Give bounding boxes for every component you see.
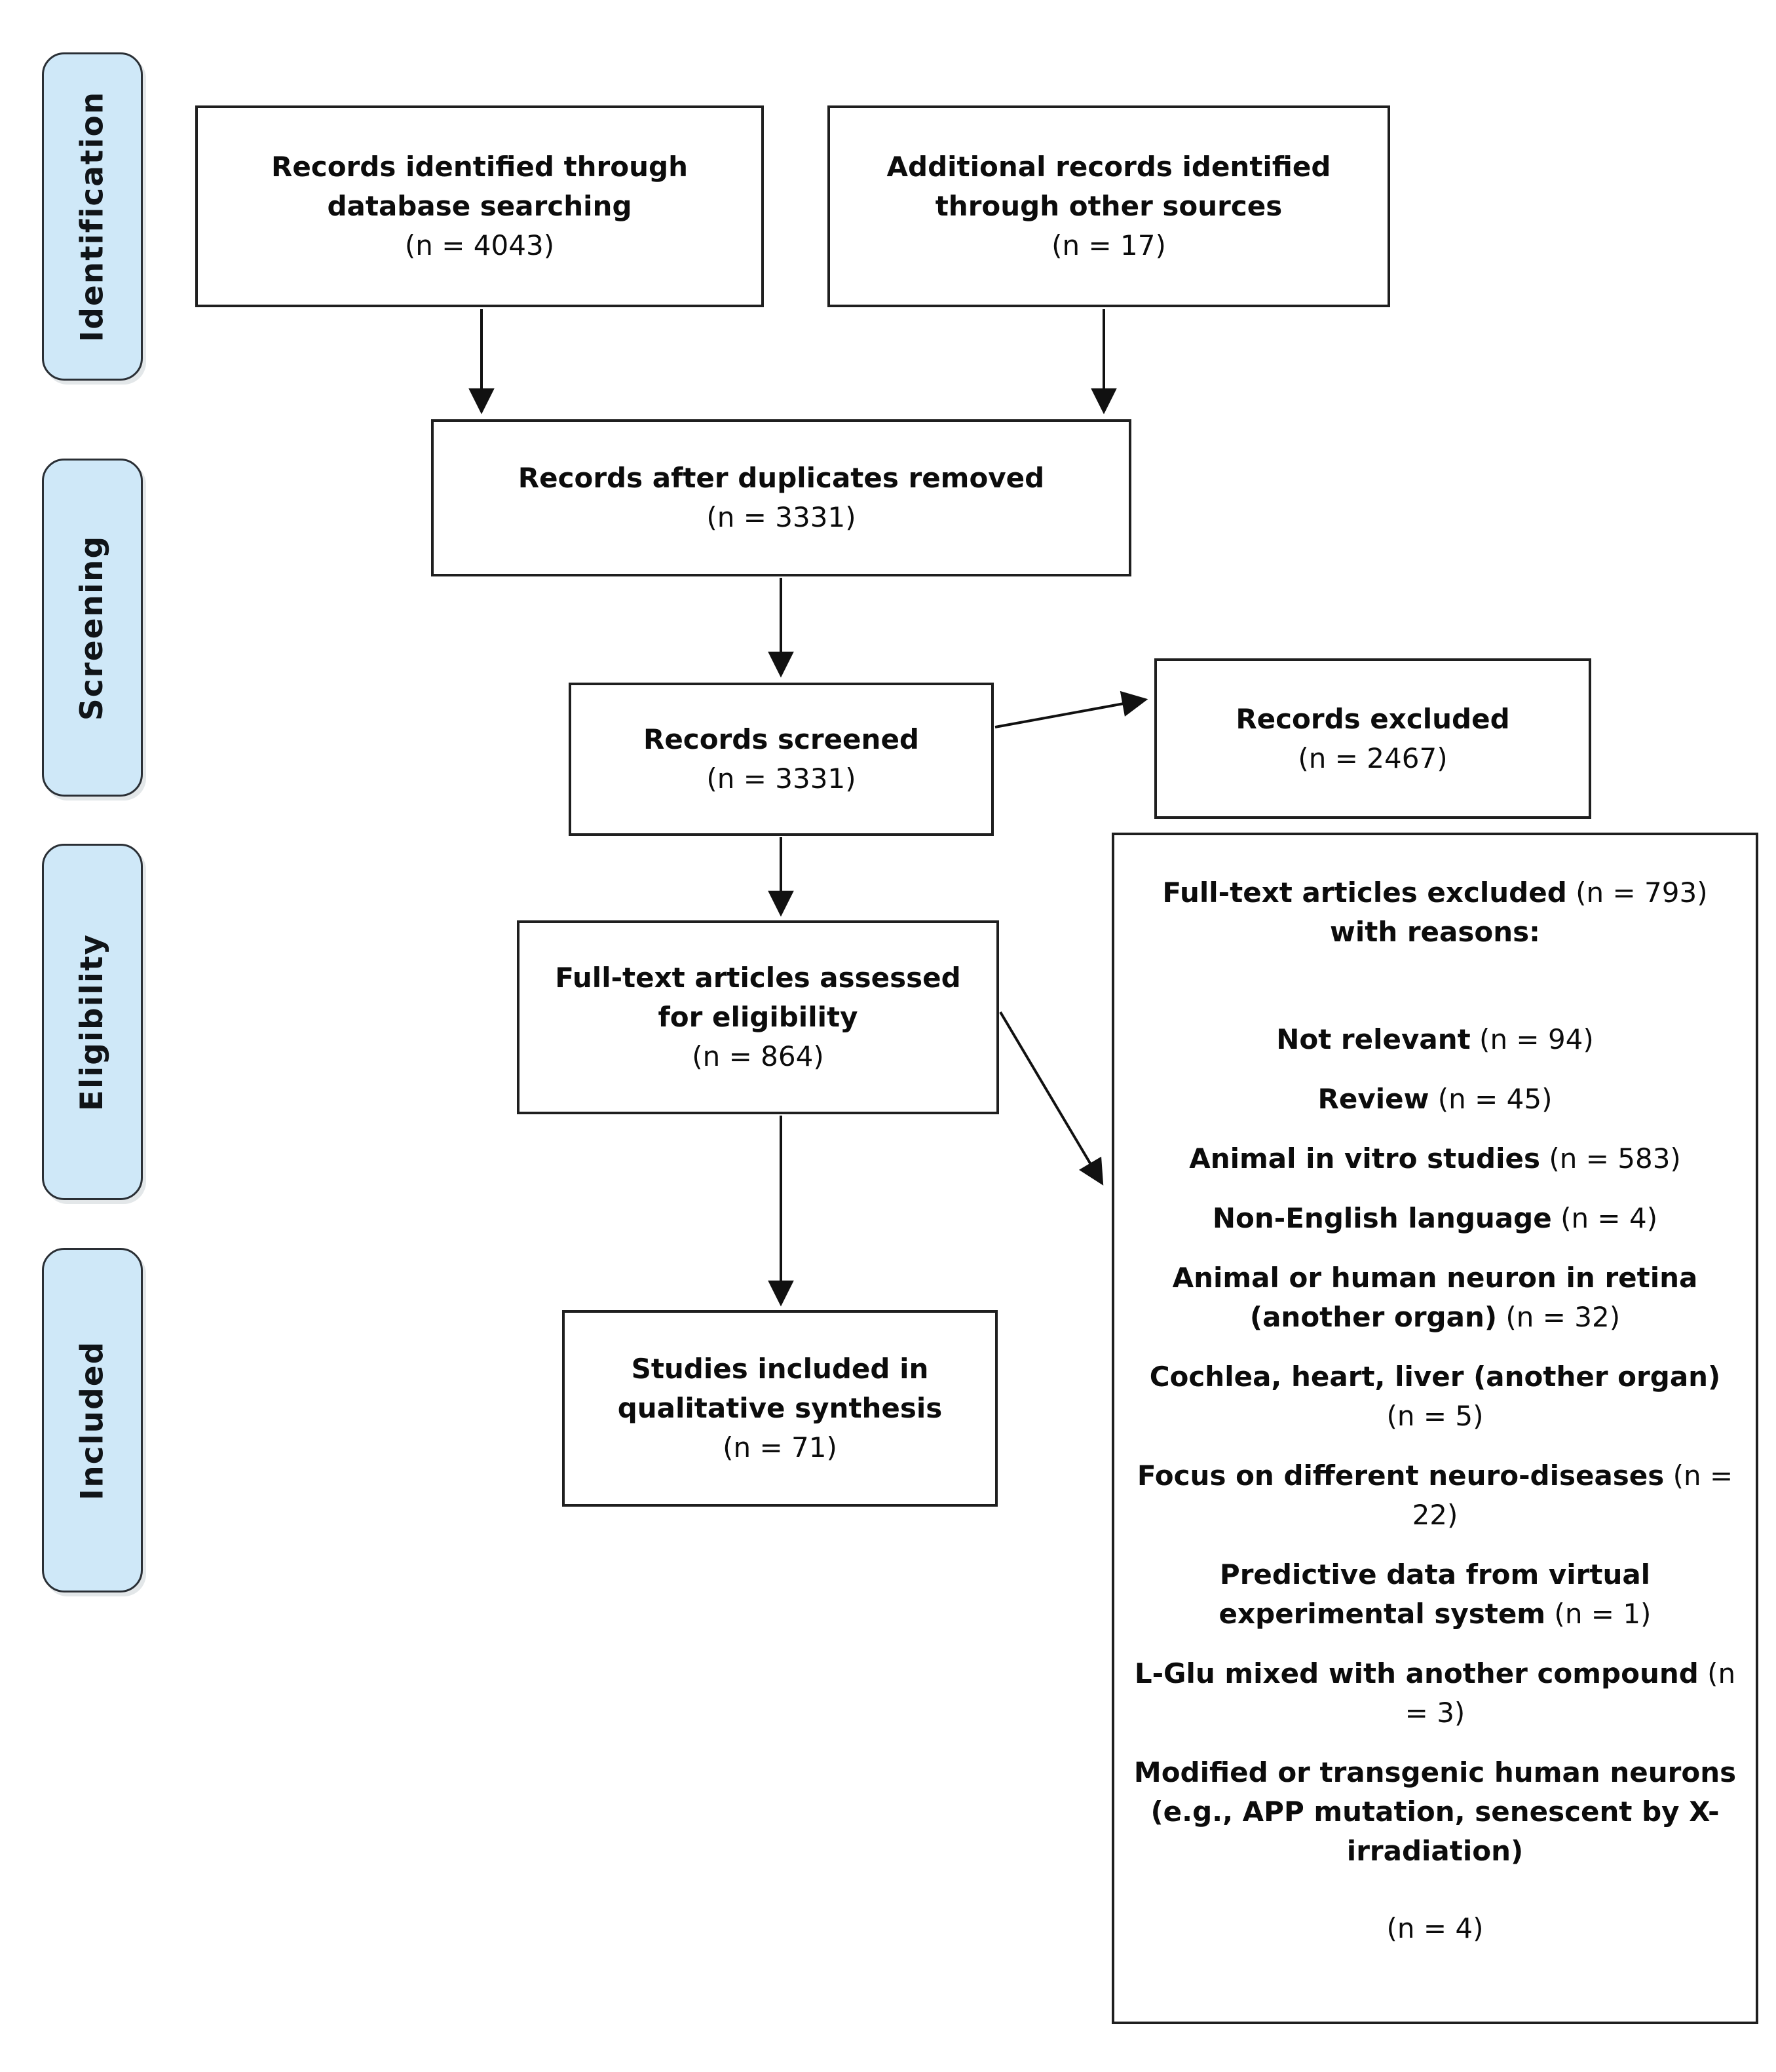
reason-label: Review	[1317, 1083, 1429, 1115]
exclusion-reason: Not relevant (n = 94)	[1133, 1020, 1737, 1059]
reason-label: Focus on different neuro-diseases	[1137, 1460, 1665, 1492]
reason-n: (n = 22)	[1412, 1460, 1733, 1531]
stage-eligibility: Eligibility	[42, 844, 143, 1200]
stage-label: Screening	[74, 535, 111, 721]
box-label: Studies included in qualitative synthesi…	[617, 1353, 943, 1424]
exclusion-reason: Review (n = 45)	[1133, 1080, 1737, 1119]
excluded-header-suffix: with reasons:	[1330, 916, 1540, 948]
stage-included: Included	[42, 1248, 143, 1592]
reason-n: (n = 4)	[1386, 1912, 1484, 1944]
box-records-screened: Records screened (n = 3331)	[569, 683, 994, 836]
stage-identification: Identification	[42, 52, 143, 381]
reason-label: L-Glu mixed with another compound	[1134, 1657, 1699, 1689]
reason-label: Animal in vitro studies	[1189, 1142, 1540, 1175]
exclusion-reason: Animal or human neuron in retina (anothe…	[1133, 1258, 1737, 1337]
box-records-excluded: Records excluded (n = 2467)	[1154, 658, 1591, 819]
reason-label: Non-English language	[1212, 1202, 1552, 1234]
box-n-value: (n = 3331)	[706, 501, 856, 533]
reason-n: (n = 4)	[1551, 1202, 1658, 1234]
reason-label: Animal or human neuron in retina (anothe…	[1172, 1262, 1698, 1333]
box-n-value: (n = 4043)	[404, 229, 555, 261]
box-label: Records identified through database sear…	[271, 151, 688, 222]
stage-label: Identification	[74, 90, 111, 343]
reason-label: Predictive data from virtual experimenta…	[1219, 1558, 1651, 1630]
reason-n: (n = 32)	[1497, 1301, 1621, 1333]
box-label: Records after duplicates removed	[518, 462, 1045, 494]
stage-label: Included	[74, 1340, 111, 1500]
box-duplicates-removed: Records after duplicates removed (n = 33…	[431, 419, 1131, 576]
exclusion-reason: Non-English language (n = 4)	[1133, 1199, 1737, 1238]
exclusion-reason: Animal in vitro studies (n = 583)	[1133, 1139, 1737, 1178]
box-n-value: (n = 17)	[1051, 229, 1166, 261]
box-label: Records excluded	[1236, 702, 1510, 735]
box-n-value: (n = 71)	[723, 1431, 837, 1463]
reason-n: (n = 3)	[1405, 1657, 1736, 1729]
stage-screening: Screening	[42, 459, 143, 797]
reason-label: Cochlea, heart, liver (another organ)	[1149, 1361, 1721, 1393]
box-label: Records screened	[643, 723, 919, 755]
exclusion-reason: Predictive data from virtual experimenta…	[1133, 1555, 1737, 1634]
stage-label: Eligibility	[74, 933, 111, 1111]
excluded-header-label: Full-text articles excluded	[1162, 876, 1567, 909]
box-fulltext-excluded-reasons: Full-text articles excluded (n = 793) wi…	[1112, 833, 1758, 2024]
arrow-fulltext-to-fulltext-excluded	[999, 1011, 1104, 1186]
box-label: Additional records identified through ot…	[886, 151, 1331, 222]
box-n-value: (n = 864)	[692, 1040, 824, 1072]
exclusion-reason: Focus on different neuro-diseases (n = 2…	[1133, 1456, 1737, 1535]
arrow-screened-to-excluded	[994, 690, 1148, 728]
box-records-identified: Records identified through database sear…	[195, 105, 764, 307]
reason-label: Modified or transgenic human neurons (e.…	[1133, 1756, 1737, 1867]
exclusion-reason: Cochlea, heart, liver (another organ) (n…	[1133, 1357, 1737, 1436]
box-fulltext-assessed: Full-text articles assessed for eligibil…	[517, 920, 999, 1114]
box-n-value: (n = 3331)	[706, 763, 856, 795]
box-n-value: (n = 2467)	[1298, 742, 1448, 774]
reason-n: (n = 45)	[1429, 1083, 1553, 1115]
excluded-header-n: (n = 793)	[1566, 876, 1708, 909]
box-label: Full-text articles assessed for eligibil…	[555, 962, 961, 1033]
exclusion-reason: L-Glu mixed with another compound (n = 3…	[1133, 1654, 1737, 1733]
box-additional-records: Additional records identified through ot…	[827, 105, 1390, 307]
reason-n: (n = 94)	[1470, 1023, 1594, 1055]
reason-label: Not relevant	[1276, 1023, 1471, 1055]
reason-n: (n = 583)	[1540, 1142, 1681, 1175]
reason-n: (n = 5)	[1386, 1400, 1484, 1432]
exclusion-reason: Modified or transgenic human neurons (e.…	[1133, 1753, 1737, 1948]
reason-n: (n = 1)	[1545, 1598, 1652, 1630]
excluded-box-header: Full-text articles excluded (n = 793) wi…	[1133, 873, 1737, 952]
box-studies-included: Studies included in qualitative synthesi…	[562, 1310, 998, 1507]
